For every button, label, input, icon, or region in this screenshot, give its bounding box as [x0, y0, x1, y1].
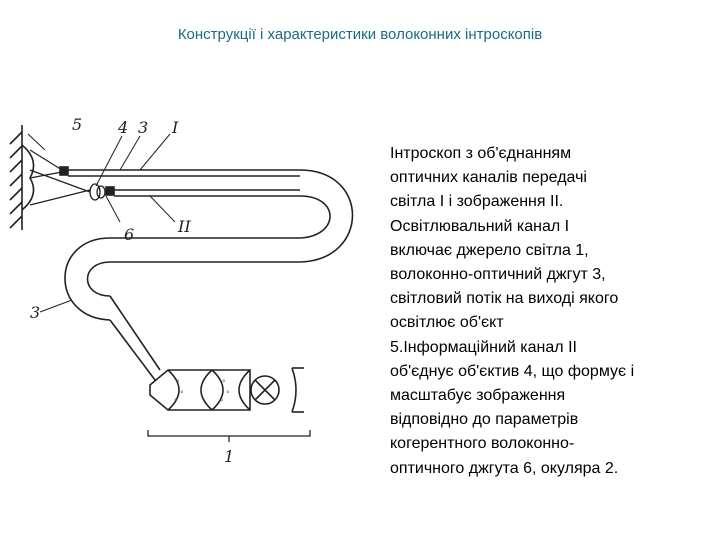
objective-lens	[89, 183, 106, 201]
svg-text:°: °	[176, 379, 180, 387]
text-line: Інтроскоп з об'єднанням	[390, 145, 572, 162]
text-line: когерентного волоконно-	[390, 435, 575, 453]
label-channel-I: I	[171, 118, 179, 137]
label-channel-II: II	[177, 217, 191, 236]
svg-text:°: °	[180, 390, 184, 398]
description-text: Інтроскоп з об'єднанням оптичних каналів…	[390, 142, 708, 481]
label-5: 5	[72, 115, 82, 134]
svg-text:°: °	[222, 379, 226, 387]
text-line: відповідно до параметрів	[390, 411, 579, 429]
assembly-bracket	[147, 430, 311, 442]
light-rays	[29, 149, 91, 206]
label-1: 1	[224, 447, 234, 466]
text-line: оптичного джгута 6, окуляра 2.	[390, 459, 619, 477]
text-line: 5.Інформаційний канал ІІ	[390, 338, 577, 356]
label-3: 3	[138, 118, 148, 137]
slide-title: Конструкції і характеристики волоконних …	[177, 26, 543, 43]
svg-text:°: °	[226, 390, 230, 398]
svg-text:°: °	[174, 398, 178, 406]
text-line: світловий потік на виході якого	[390, 290, 619, 308]
label-6: 6	[124, 225, 134, 244]
text-line: об'єднує об'єктив 4, що формує і	[390, 362, 635, 380]
text-line: масштабує зображення	[390, 387, 566, 405]
assembly-dots: °°° °°°	[174, 379, 230, 406]
text-line: включає джерело світла 1,	[390, 241, 589, 259]
fiber-introscope-diagram: °°° °°° 5 4 3 I 6 II 3 1	[9, 115, 354, 466]
fiber-bundle	[59, 166, 354, 381]
text-line: Освітлювальний канал І	[390, 217, 570, 235]
label-3-bundle: 3	[30, 303, 40, 322]
light-source-assembly	[149, 367, 304, 413]
text-line: волоконно-оптичний джгут 3,	[390, 266, 606, 284]
text-line: оптичних каналів передачі	[390, 169, 587, 187]
leader-lines	[27, 133, 176, 313]
text-line: світла І і зображення ІІ.	[390, 193, 564, 211]
text-line: освітлює об'єкт	[390, 314, 504, 332]
svg-text:°: °	[220, 398, 224, 406]
label-4: 4	[117, 118, 128, 137]
